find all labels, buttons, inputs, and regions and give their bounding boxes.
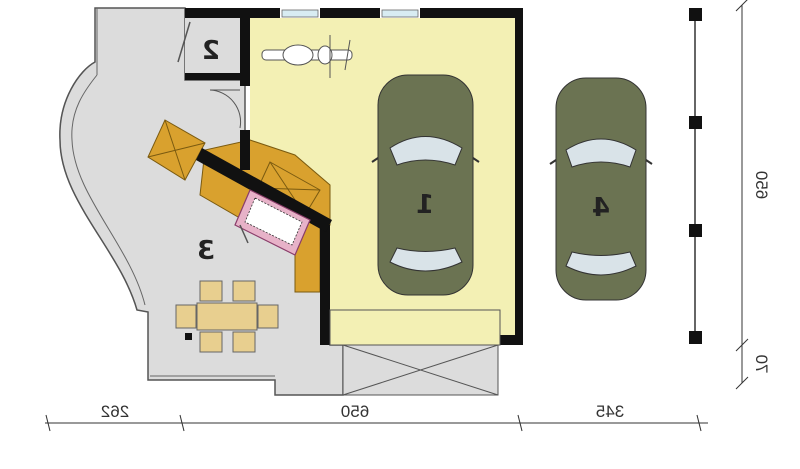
dimension-bottom-1: 262 — [101, 402, 129, 421]
terrace-curve-inner — [71, 74, 146, 306]
car-icon — [549, 77, 653, 301]
column-marker — [185, 333, 192, 340]
window — [281, 9, 319, 18]
dimension-bottom-3: 345 — [596, 402, 624, 421]
motorcycle-icon — [261, 35, 353, 78]
walls — [185, 8, 523, 345]
terrace-curve-edge — [59, 61, 138, 311]
room-number-3: 3 — [197, 236, 215, 266]
room-number-4: 4 — [592, 193, 610, 223]
room-number-2: 2 — [202, 36, 220, 66]
dimension-right-1: 650 — [752, 171, 771, 199]
door-leaf — [177, 21, 191, 63]
driveway-cross — [342, 344, 499, 396]
storage-floor — [185, 18, 240, 74]
gate-frame — [329, 309, 501, 346]
carport-columns — [689, 8, 702, 344]
dining-set — [175, 280, 279, 353]
room-number-1: 1 — [416, 190, 434, 220]
car-icon — [371, 74, 480, 296]
kitchen-tap — [239, 224, 249, 244]
door-swing — [209, 89, 242, 129]
window — [381, 9, 419, 18]
dimension-bottom-2: 650 — [341, 402, 369, 421]
kitchen-grid — [244, 197, 303, 246]
dimension-right-2: 70 — [752, 355, 771, 374]
stair-line — [147, 142, 206, 158]
dimension-lines — [45, 0, 749, 432]
